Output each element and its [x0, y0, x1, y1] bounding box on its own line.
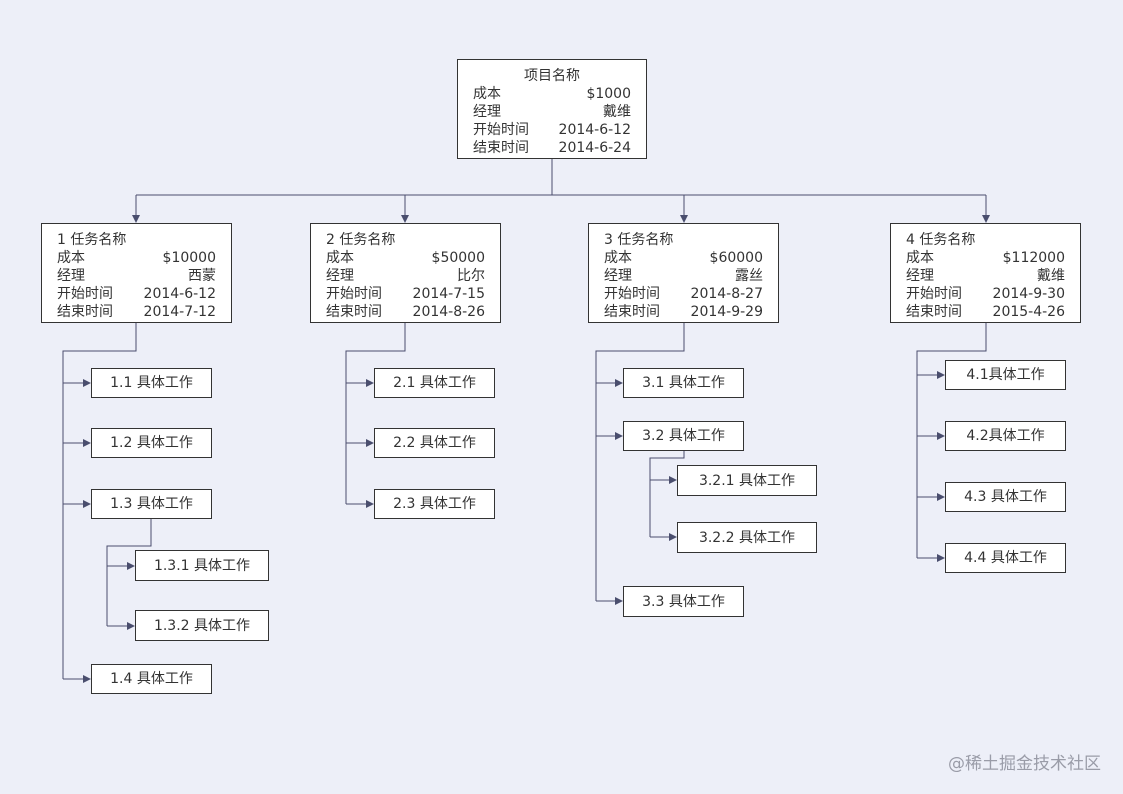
field-label: 结束时间 — [604, 304, 660, 320]
work-item-2-1: 2.1 具体工作 — [374, 368, 495, 398]
field-label: 开始时间 — [473, 122, 529, 138]
field-label: 结束时间 — [906, 304, 962, 320]
task-box-2: 2 任务名称 成本 $50000 经理 比尔 开始时间 2014-7-15 结束时间 2… — [310, 223, 501, 323]
work-item-1-4: 1.4 具体工作 — [91, 664, 212, 694]
work-item-4-1: 4.1具体工作 — [945, 360, 1066, 390]
field-value: 2015-4-26 — [992, 304, 1065, 320]
watermark: @稀土掘金技术社区 — [948, 754, 1101, 774]
task-box-3: 3 任务名称 成本 $60000 经理 露丝 开始时间 2014-8-27 结束时间 2… — [588, 223, 779, 323]
connector-task3-trunk — [595, 323, 685, 601]
field-label: 结束时间 — [473, 140, 529, 156]
connector-task2-trunk — [345, 323, 406, 504]
field-label: 经理 — [326, 268, 354, 284]
field-value: $50000 — [431, 250, 485, 266]
field-value: 戴维 — [603, 104, 631, 120]
field-value: 比尔 — [457, 268, 485, 284]
project-cost-row: 成本 $1000 — [473, 85, 631, 103]
task-end-row: 结束时间 2014-8-26 — [326, 303, 485, 321]
project-start-row: 开始时间 2014-6-12 — [473, 121, 631, 139]
field-label: 开始时间 — [604, 286, 660, 302]
field-label: 成本 — [604, 250, 632, 266]
field-label: 成本 — [473, 86, 501, 102]
work-item-1-3: 1.3 具体工作 — [91, 489, 212, 519]
project-root-box: 项目名称 成本 $1000 经理 戴维 开始时间 2014-6-12 结束时间 2014… — [457, 59, 647, 159]
work-item-3-2: 3.2 具体工作 — [623, 421, 744, 451]
field-label: 成本 — [326, 250, 354, 266]
field-label: 成本 — [906, 250, 934, 266]
field-value: 2014-7-15 — [412, 286, 485, 302]
field-value: 2014-6-24 — [558, 140, 631, 156]
project-manager-row: 经理 戴维 — [473, 103, 631, 121]
work-item-1-2: 1.2 具体工作 — [91, 428, 212, 458]
project-end-row: 结束时间 2014-6-24 — [473, 139, 631, 157]
field-value: 2014-8-26 — [412, 304, 485, 320]
field-value: 2014-9-29 — [690, 304, 763, 320]
task-manager-row: 经理 西蒙 — [57, 267, 216, 285]
work-item-1-3-2: 1.3.2 具体工作 — [135, 610, 269, 641]
field-value: 2014-9-30 — [992, 286, 1065, 302]
work-item-4-2: 4.2具体工作 — [945, 421, 1066, 451]
task-manager-row: 经理 露丝 — [604, 267, 763, 285]
field-label: 成本 — [57, 250, 85, 266]
task-end-row: 结束时间 2014-7-12 — [57, 303, 216, 321]
task-end-row: 结束时间 2014-9-29 — [604, 303, 763, 321]
field-value: 2014-6-12 — [143, 286, 216, 302]
work-item-1-1: 1.1 具体工作 — [91, 368, 212, 398]
work-item-1-3-1: 1.3.1 具体工作 — [135, 550, 269, 581]
field-value: $60000 — [709, 250, 763, 266]
field-label: 结束时间 — [326, 304, 382, 320]
task-start-row: 开始时间 2014-9-30 — [906, 285, 1065, 303]
project-title: 项目名称 — [524, 68, 580, 84]
field-label: 经理 — [473, 104, 501, 120]
work-item-2-3: 2.3 具体工作 — [374, 489, 495, 519]
field-value: $10000 — [162, 250, 216, 266]
connector-task4-trunk — [916, 323, 987, 558]
connector-task1-trunk — [62, 323, 137, 679]
task-title: 3 任务名称 — [604, 232, 674, 248]
task-start-row: 开始时间 2014-8-27 — [604, 285, 763, 303]
work-item-3-3: 3.3 具体工作 — [623, 586, 744, 617]
task-cost-row: 成本 $112000 — [906, 249, 1065, 267]
task-end-row: 结束时间 2015-4-26 — [906, 303, 1065, 321]
task-start-row: 开始时间 2014-6-12 — [57, 285, 216, 303]
task-title: 2 任务名称 — [326, 232, 396, 248]
field-label: 开始时间 — [906, 286, 962, 302]
field-label: 结束时间 — [57, 304, 113, 320]
field-label: 开始时间 — [57, 286, 113, 302]
task-manager-row: 经理 戴维 — [906, 267, 1065, 285]
field-label: 开始时间 — [326, 286, 382, 302]
work-item-4-3: 4.3 具体工作 — [945, 482, 1066, 512]
task-start-row: 开始时间 2014-7-15 — [326, 285, 485, 303]
field-value: 2014-6-12 — [558, 122, 631, 138]
field-label: 经理 — [57, 268, 85, 284]
connector-work3-2-trunk — [649, 451, 685, 537]
field-value: $1000 — [586, 86, 631, 102]
task-cost-row: 成本 $60000 — [604, 249, 763, 267]
task-manager-row: 经理 比尔 — [326, 267, 485, 285]
field-value: 2014-7-12 — [143, 304, 216, 320]
task-cost-row: 成本 $10000 — [57, 249, 216, 267]
task-title: 4 任务名称 — [906, 232, 976, 248]
field-label: 经理 — [604, 268, 632, 284]
field-value: $112000 — [1002, 250, 1065, 266]
work-item-4-4: 4.4 具体工作 — [945, 543, 1066, 573]
connector-work1-3-trunk — [106, 519, 152, 626]
field-value: 露丝 — [735, 268, 763, 284]
work-item-3-1: 3.1 具体工作 — [623, 368, 744, 398]
field-value: 2014-8-27 — [690, 286, 763, 302]
work-item-2-2: 2.2 具体工作 — [374, 428, 495, 458]
task-box-4: 4 任务名称 成本 $112000 经理 戴维 开始时间 2014-9-30 结束时间… — [890, 223, 1081, 323]
field-value: 西蒙 — [188, 268, 216, 284]
task-cost-row: 成本 $50000 — [326, 249, 485, 267]
task-title: 1 任务名称 — [57, 232, 127, 248]
field-value: 戴维 — [1037, 268, 1065, 284]
task-box-1: 1 任务名称 成本 $10000 经理 西蒙 开始时间 2014-6-12 结束时间 2… — [41, 223, 232, 323]
work-item-3-2-2: 3.2.2 具体工作 — [677, 522, 817, 553]
work-item-3-2-1: 3.2.1 具体工作 — [677, 465, 817, 496]
field-label: 经理 — [906, 268, 934, 284]
